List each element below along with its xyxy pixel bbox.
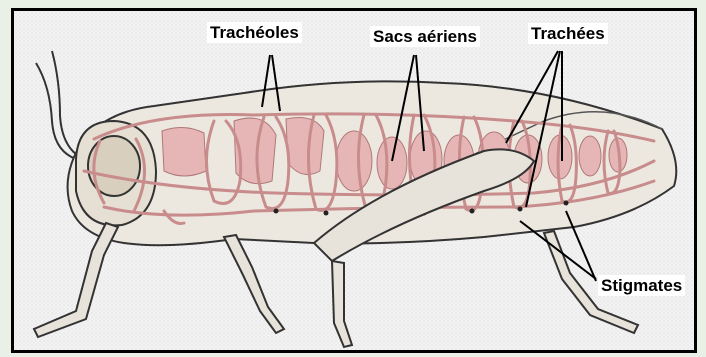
antenna-left [36,63,76,159]
spiracle [564,201,569,206]
air-sac [286,118,324,175]
antennae [36,51,80,159]
diagram-frame: Trachéoles Sacs aériens Trachées Stigmat… [11,8,697,353]
grasshopper-illustration [14,11,694,350]
label-tracheae: Trachées [528,23,608,44]
label-air-sacs: Sacs aériens [370,26,480,47]
air-sac [162,127,206,176]
middle-leg [224,235,284,333]
spiracle [470,209,475,214]
air-sac [377,137,407,189]
air-sac [579,136,601,176]
spiracle [518,207,523,212]
front-leg [34,223,118,337]
air-sac [336,131,372,191]
spiracle [324,211,329,216]
spiracle [274,209,279,214]
label-tracheoles: Trachéoles [207,22,302,43]
hind-leg-tibia [332,261,352,347]
label-spiracles: Stigmates [598,275,685,296]
